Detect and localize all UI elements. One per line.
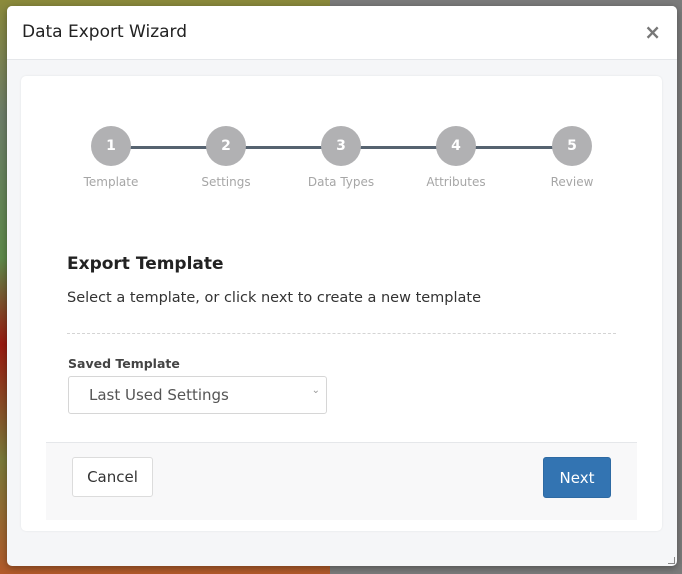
- step-number: 1: [91, 126, 131, 166]
- step-data-types[interactable]: 3 Data Types: [291, 126, 391, 189]
- step-attributes[interactable]: 4 Attributes: [406, 126, 506, 189]
- step-label: Settings: [201, 175, 251, 189]
- saved-template-select[interactable]: Last Used Settings ⌄: [68, 376, 327, 414]
- wizard-stepper: 1 Template 2 Settings 3 Data Types 4 Att…: [21, 126, 662, 196]
- wizard-card: 1 Template 2 Settings 3 Data Types 4 Att…: [21, 76, 662, 531]
- data-export-wizard-dialog: Data Export Wizard × 1 Template 2 Settin…: [7, 6, 677, 566]
- step-label: Attributes: [426, 175, 486, 189]
- step-number: 2: [206, 126, 246, 166]
- step-label: Template: [83, 175, 139, 189]
- saved-template-label: Saved Template: [68, 356, 180, 371]
- step-settings[interactable]: 2 Settings: [176, 126, 276, 189]
- step-label: Data Types: [307, 175, 375, 189]
- step-number: 3: [321, 126, 361, 166]
- chevron-down-icon: ⌄: [311, 385, 320, 396]
- section-description: Select a template, or click next to crea…: [67, 290, 482, 306]
- step-number: 5: [552, 126, 592, 166]
- step-label: Review: [550, 175, 594, 189]
- section-title: Export Template: [67, 254, 224, 274]
- select-value: Last Used Settings: [89, 386, 229, 404]
- close-icon[interactable]: ×: [644, 20, 661, 44]
- cancel-button[interactable]: Cancel: [72, 457, 153, 497]
- step-number: 4: [436, 126, 476, 166]
- next-button[interactable]: Next: [543, 457, 611, 498]
- wizard-footer: Cancel Next: [46, 442, 637, 520]
- dashed-divider: [67, 333, 616, 334]
- modal-title: Data Export Wizard: [22, 22, 188, 42]
- resize-handle[interactable]: [668, 557, 675, 564]
- step-template[interactable]: 1 Template: [61, 126, 161, 189]
- modal-header: Data Export Wizard ×: [7, 6, 677, 60]
- step-review[interactable]: 5 Review: [522, 126, 622, 189]
